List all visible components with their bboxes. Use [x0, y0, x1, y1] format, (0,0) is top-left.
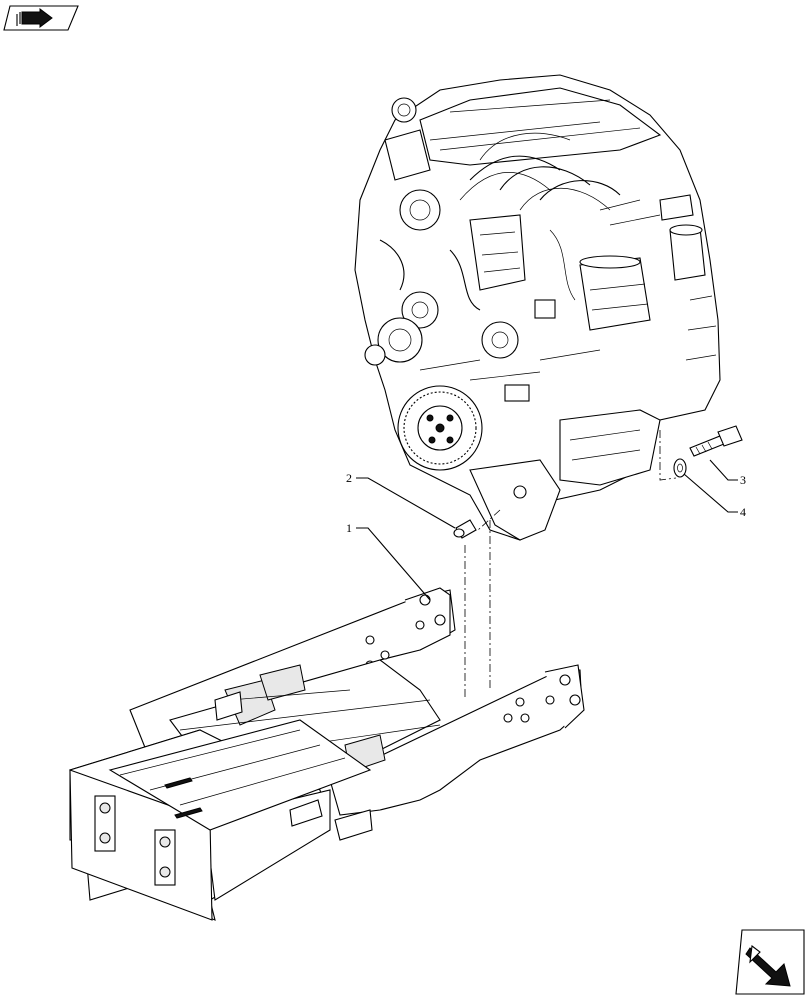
engine-assembly [354, 74, 721, 541]
callout-2: 2 [346, 471, 352, 485]
callout-4: 4 [740, 505, 746, 519]
assembly-line-bolt [659, 430, 677, 481]
book-arrow-icon[interactable] [3, 5, 79, 31]
front-support-frame [69, 587, 585, 921]
dowel-bushing [453, 519, 477, 539]
next-page-arrow-icon[interactable] [735, 929, 805, 995]
callout-1: 1 [346, 521, 352, 535]
leader-4 [683, 473, 738, 513]
callout-3: 3 [740, 473, 746, 487]
washer [673, 458, 687, 478]
bolt [689, 425, 743, 457]
assembly-line-dowel [477, 509, 501, 531]
leader-3 [709, 459, 738, 481]
leader-1 [356, 527, 431, 601]
leader-2 [356, 477, 456, 529]
